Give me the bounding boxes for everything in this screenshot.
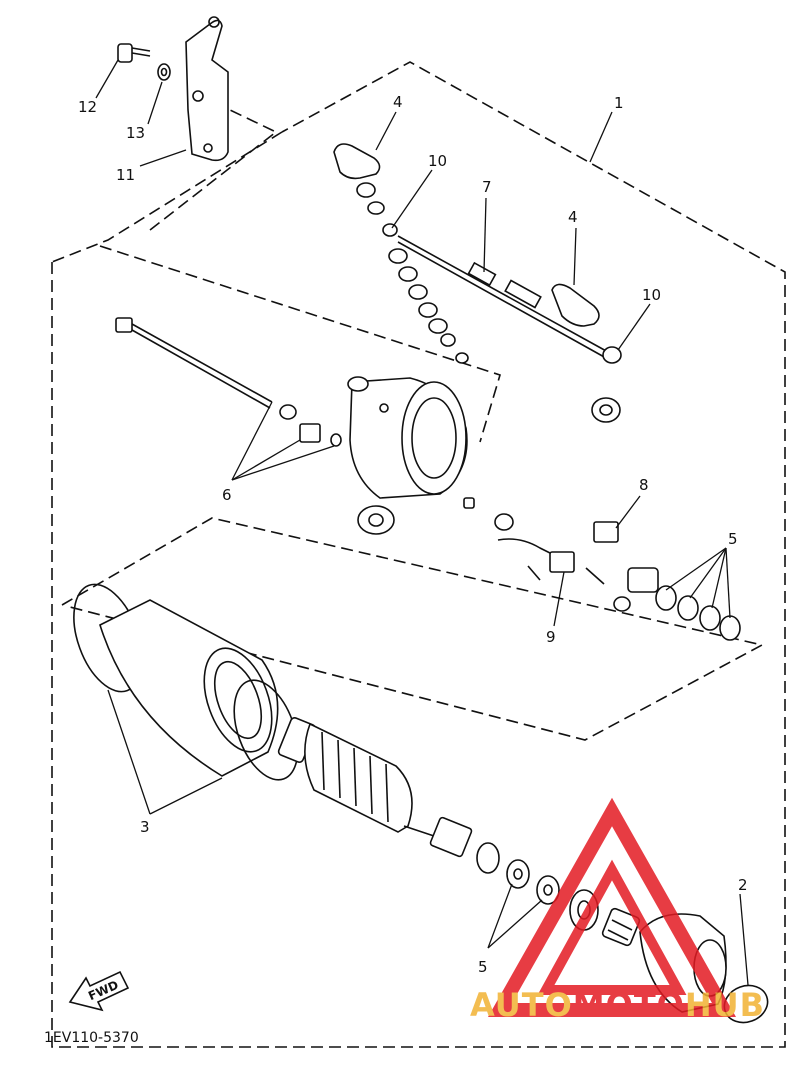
leader-lines — [95, 59, 749, 986]
callout-7: 7 — [482, 178, 492, 196]
watermark-logo: AUTOMOTOHUB — [470, 797, 765, 1024]
callout-10-lower: 10 — [642, 286, 661, 304]
callout-13: 13 — [126, 124, 145, 142]
watermark-triangle-outer — [487, 797, 737, 1017]
needle-bearing — [601, 907, 641, 947]
callout-9: 9 — [546, 628, 556, 646]
callout-4-lower: 4 — [568, 208, 578, 226]
yoke-housing — [73, 583, 299, 781]
bracket — [185, 16, 229, 162]
rear-cover — [347, 376, 468, 499]
callout-6: 6 — [222, 486, 232, 504]
watermark-text: AUTOMOTOHUB — [470, 986, 765, 1024]
callout-12: 12 — [78, 98, 97, 116]
terminal-nut-stack — [356, 182, 469, 364]
assembly-boundary — [51, 61, 786, 1048]
callout-11: 11 — [116, 166, 135, 184]
callout-5-front: 5 — [478, 958, 488, 976]
through-bolt — [115, 317, 342, 447]
callout-2: 2 — [738, 876, 748, 894]
washer — [157, 63, 171, 81]
callout-3: 3 — [140, 818, 150, 836]
bearing-rear — [591, 397, 621, 423]
terminal-washer-lower — [602, 346, 622, 364]
diagram-code: 1EV110-5370 — [44, 1030, 139, 1046]
thrust-washer — [506, 859, 560, 905]
shim-set-rear — [627, 567, 741, 641]
callout-labels: 1 2 3 4 4 5 5 6 7 8 9 10 10 11 12 13 — [78, 93, 748, 976]
armature — [277, 716, 473, 858]
oil-seal — [357, 505, 395, 535]
circlip — [476, 842, 500, 874]
watermark-triangle-inner — [537, 859, 687, 995]
terminal-boot-upper — [333, 143, 381, 180]
callout-4-upper: 4 — [393, 93, 403, 111]
callout-8: 8 — [639, 476, 649, 494]
callout-10-upper: 10 — [428, 152, 447, 170]
callout-1: 1 — [614, 94, 624, 112]
bolt — [117, 43, 151, 63]
callout-5-rear: 5 — [728, 530, 738, 548]
terminal-boot-lower — [551, 283, 600, 327]
brush-set — [463, 497, 631, 612]
terminal-bolt — [397, 235, 609, 359]
fwd-arrow-icon: FWD — [68, 970, 130, 1012]
